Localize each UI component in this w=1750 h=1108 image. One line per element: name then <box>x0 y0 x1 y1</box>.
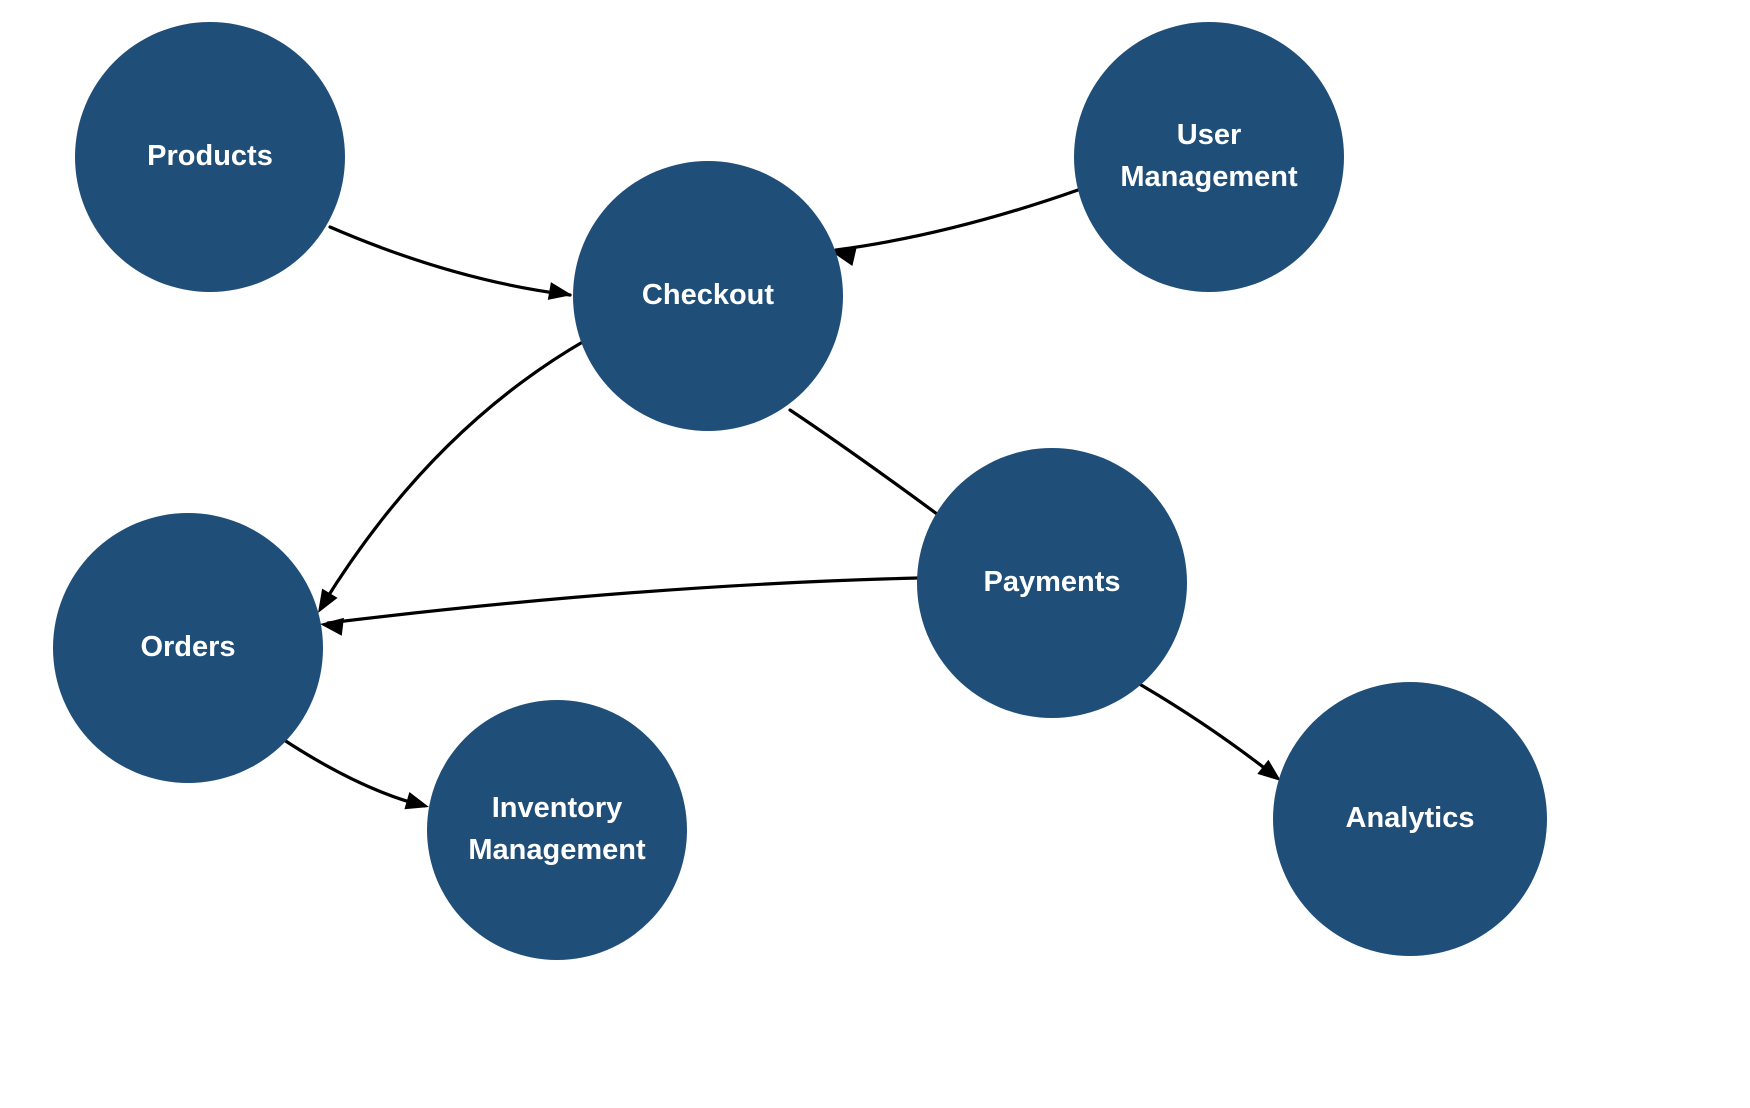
edge-arrowhead-icon <box>547 282 572 300</box>
edge-checkout-to-orders <box>318 338 588 613</box>
node-circle-orders[interactable] <box>53 513 323 783</box>
edge-payments-to-analytics <box>1134 680 1281 781</box>
edge-products-to-checkout <box>328 225 572 300</box>
node-orders[interactable]: Orders <box>53 513 323 783</box>
node-products[interactable]: Products <box>75 22 345 292</box>
edge-payments-to-orders <box>320 576 920 636</box>
edge-arrowhead-icon <box>832 248 857 266</box>
node-circle-checkout[interactable] <box>573 161 843 431</box>
edge-arrowhead-icon <box>404 792 429 810</box>
node-circle-products[interactable] <box>75 22 345 292</box>
node-circle-payments[interactable] <box>917 448 1187 718</box>
edge-arrowhead-icon <box>318 588 338 613</box>
node-circle-user-management[interactable] <box>1074 22 1344 292</box>
node-payments[interactable]: Payments <box>917 448 1187 718</box>
node-circle-analytics[interactable] <box>1273 682 1547 956</box>
edge-user-management-to-checkout <box>832 188 1080 266</box>
node-analytics[interactable]: Analytics <box>1273 682 1547 956</box>
node-checkout[interactable]: Checkout <box>573 161 843 431</box>
edge-arrowhead-icon <box>1257 759 1281 781</box>
edge-line <box>1134 680 1278 779</box>
edge-line <box>328 225 572 297</box>
edge-line <box>834 188 1080 252</box>
edge-line <box>320 338 588 608</box>
edge-arrowhead-icon <box>320 617 344 636</box>
edge-orders-to-inventory-management <box>279 736 429 810</box>
edge-line <box>326 576 920 625</box>
node-circle-inventory-management[interactable] <box>427 700 687 960</box>
